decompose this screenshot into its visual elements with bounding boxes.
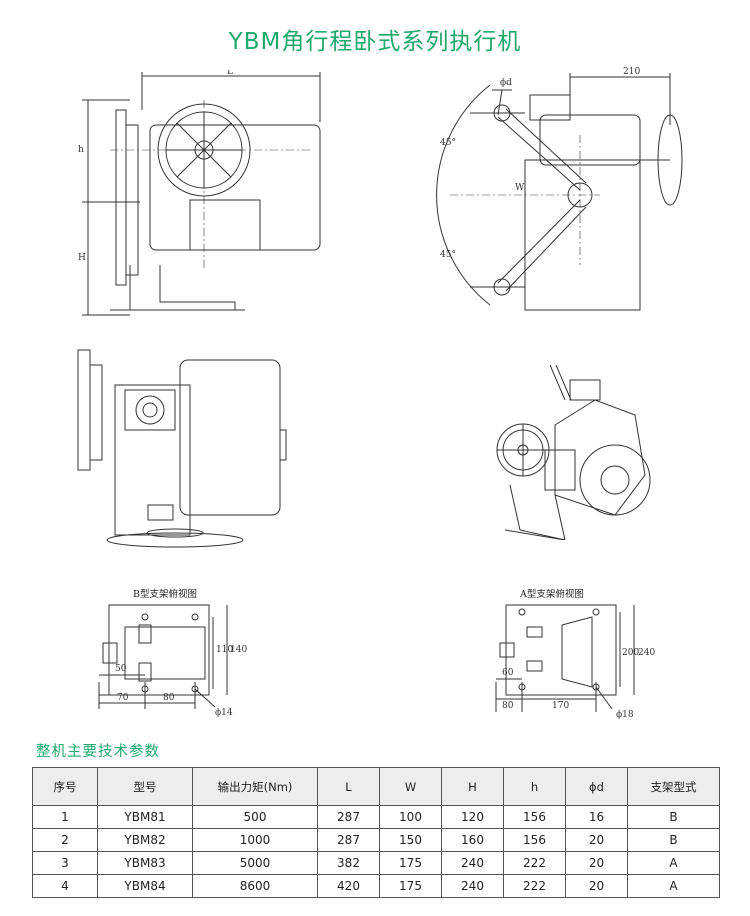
header-phi-d: ϕd [565,767,628,806]
header-bracket-type: 支架型式 [627,767,720,806]
table-cell: 240 [441,874,504,898]
table-cell: 16 [565,805,628,829]
a-dim-240-label: 240 [638,648,655,658]
angle-bottom-label: 45° [440,250,456,260]
table-cell: 222 [503,851,566,875]
a-dim-170-label: 170 [552,701,569,711]
spec-table: 序号 型号 输出力矩(Nm) L W H h ϕd 支架型式 1 YBM81 5… [32,767,720,898]
a-bracket-title: A型支架俯视图 [519,588,584,600]
table-cell: YBM82 [97,828,193,852]
table-cell: 2 [32,828,98,852]
table-cell: 20 [565,851,628,875]
table-cell: 1000 [192,828,318,852]
table-cell: 120 [441,805,504,829]
table-cell: 175 [379,874,442,898]
b-dim-140-label: 140 [230,645,247,655]
dim-W-label: W [515,183,525,193]
front-view-drawing: L h H [78,70,321,316]
a-dim-phi18-label: ϕ18 [616,710,634,720]
table-row: 1 YBM81 500 287 100 120 156 16 B [32,805,720,829]
table-cell: 160 [441,828,504,852]
table-cell: 500 [192,805,318,829]
table-cell: 175 [379,851,442,875]
a-dim-80-label: 80 [502,701,514,711]
header-seq: 序号 [32,767,98,806]
a-bracket-top-view: A型支架俯视图 60 80 170 200 240 ϕ18 [495,588,655,720]
a-dim-200-label: 200 [622,648,639,658]
table-cell: 287 [317,828,380,852]
table-cell: 420 [317,874,380,898]
dim-210-label: 210 [623,67,640,77]
table-cell: 100 [379,805,442,829]
b-dim-80-label: 80 [163,693,175,703]
table-cell: 4 [32,874,98,898]
header-L: L [317,767,380,806]
table-cell: 3 [32,851,98,875]
dim-phi-d-label: ϕd [500,78,512,88]
table-cell: 5000 [192,851,318,875]
table-row: 4 YBM84 8600 420 175 240 222 20 A [32,874,720,898]
header-h: h [503,767,566,806]
dim-h-label: h [78,145,84,155]
side-view-drawing: 210 ϕd 45° 45° W [436,67,683,311]
b-bracket-title: B型支架俯视图 [133,588,197,600]
table-cell: 20 [565,874,628,898]
table-cell: 222 [503,874,566,898]
b-bracket-top-view: B型支架俯视图 50 70 80 110 140 ϕ14 [98,588,247,717]
header-H: H [441,767,504,806]
table-row: 3 YBM83 5000 382 175 240 222 20 A [32,851,720,875]
dim-H-label: H [78,253,86,263]
table-cell: 156 [503,805,566,829]
header-torque: 输出力矩(Nm) [192,767,318,806]
header-model: 型号 [97,767,193,806]
bottom-view-drawing [77,349,287,548]
angle-top-label: 45° [440,138,456,148]
section-heading: 整机主要技术参数 [36,744,160,760]
table-cell: YBM84 [97,874,193,898]
table-cell: 240 [441,851,504,875]
table-cell: YBM83 [97,851,193,875]
table-cell: 8600 [192,874,318,898]
table-row: 2 YBM82 1000 287 150 160 156 20 B [32,828,720,852]
table-header-row: 序号 型号 输出力矩(Nm) L W H h ϕd 支架型式 [32,767,720,806]
table-cell: A [627,874,720,898]
table-cell: 382 [317,851,380,875]
header-W: W [379,767,442,806]
table-cell: 156 [503,828,566,852]
table-cell: B [627,828,720,852]
table-cell: A [627,851,720,875]
table-cell: 150 [379,828,442,852]
table-cell: 20 [565,828,628,852]
table-cell: YBM81 [97,805,193,829]
isometric-view-drawing [496,364,651,540]
b-dim-110-label: 110 [216,645,233,655]
dim-L-label: L [227,70,233,77]
b-dim-70-label: 70 [117,693,129,703]
page-title: YBM角行程卧式系列执行机 [228,29,522,55]
b-dim-50-label: 50 [115,664,127,674]
b-dim-phi14-label: ϕ14 [215,708,233,717]
table-cell: 1 [32,805,98,829]
table-cell: B [627,805,720,829]
table-cell: 287 [317,805,380,829]
a-dim-60-label: 60 [502,668,514,678]
